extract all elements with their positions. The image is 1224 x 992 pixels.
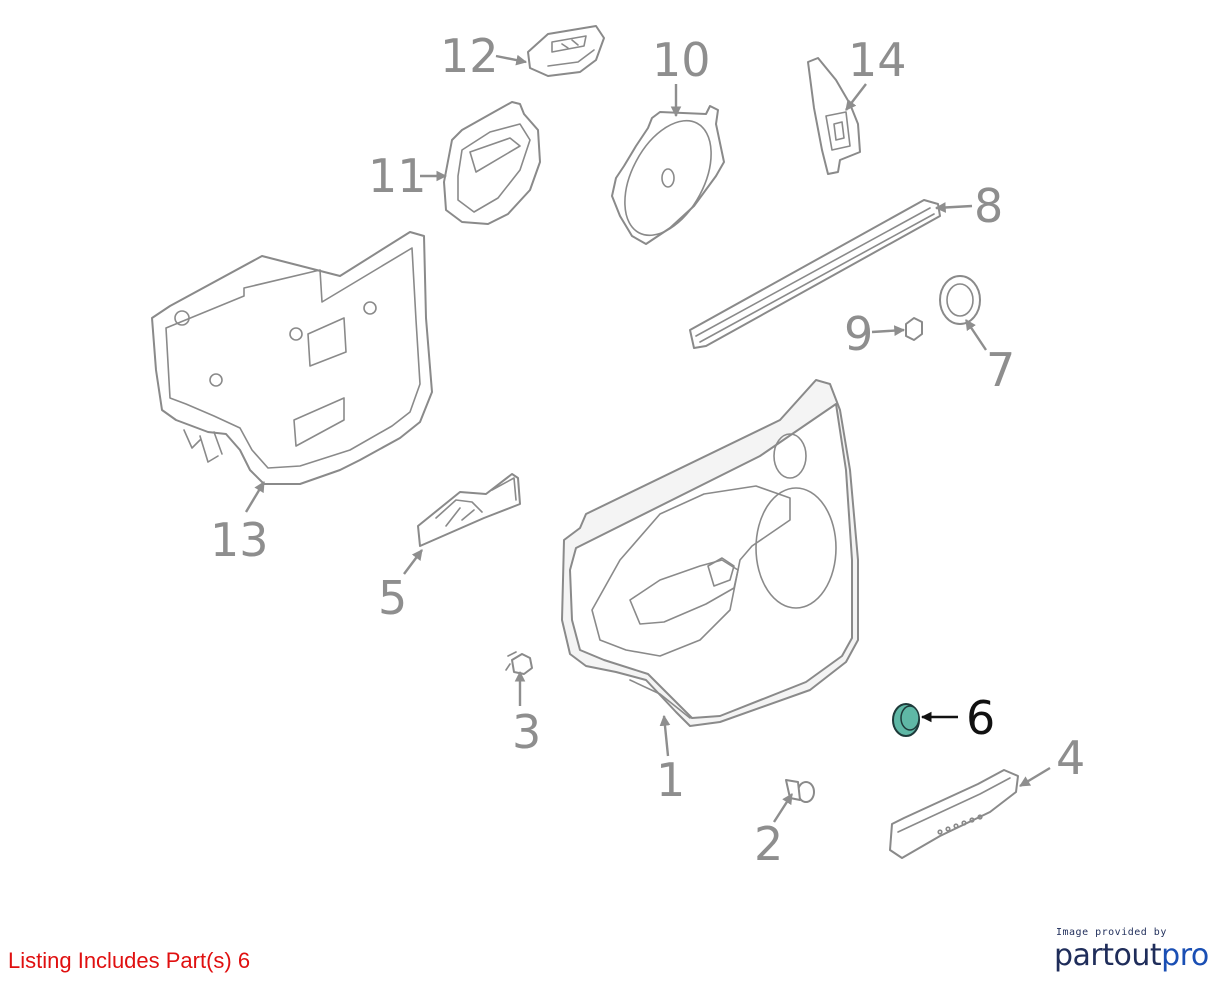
leader-14 xyxy=(845,83,867,111)
part-1-door-trim-panel xyxy=(561,379,859,727)
part-10-speaker xyxy=(611,105,725,245)
leader-5 xyxy=(403,549,423,575)
callout-5: 5 xyxy=(378,571,407,625)
part-9-nut xyxy=(905,317,923,341)
callout-10: 10 xyxy=(652,33,711,87)
leader-13 xyxy=(244,481,266,513)
brand-name-part-a: partout xyxy=(1054,938,1162,973)
part-12-switch-bezel xyxy=(527,25,605,77)
part-7-grommet xyxy=(939,275,981,325)
callout-9: 9 xyxy=(844,307,873,361)
callout-13: 13 xyxy=(210,513,269,567)
callout-4: 4 xyxy=(1056,731,1085,785)
leader-2 xyxy=(772,793,794,823)
part-5-bracket xyxy=(417,473,521,547)
callout-3: 3 xyxy=(512,705,541,759)
part-14-trim-piece xyxy=(807,57,861,175)
callout-14: 14 xyxy=(848,33,907,87)
leader-lines xyxy=(244,54,1051,823)
callout-6: 6 xyxy=(966,691,995,745)
listing-note: Listing Includes Part(s) 6 xyxy=(8,948,251,973)
leader-1 xyxy=(659,714,671,757)
part-8-window-seal xyxy=(689,199,941,349)
callout-1: 1 xyxy=(656,753,685,807)
part-11-handle-bezel xyxy=(443,101,541,225)
callout-11: 11 xyxy=(368,149,427,203)
brand-block: Image provided by partoutpro xyxy=(1054,927,1209,974)
callout-2: 2 xyxy=(754,817,783,871)
callout-labels: 12 10 14 11 8 9 7 13 5 3 1 2 4 6 xyxy=(210,29,1085,871)
part-3-clip xyxy=(505,651,533,675)
part-13-inner-panel xyxy=(151,231,433,485)
part-6-cap-highlighted xyxy=(892,703,920,737)
brand-caption: Image provided by xyxy=(1056,927,1167,938)
leader-12 xyxy=(495,54,528,66)
leader-8 xyxy=(934,202,973,213)
leader-4 xyxy=(1019,766,1051,788)
callout-7: 7 xyxy=(986,343,1015,397)
leader-9 xyxy=(871,325,906,336)
callout-8: 8 xyxy=(974,179,1003,233)
callout-12: 12 xyxy=(440,29,499,83)
partoutpro-logo: partoutpro xyxy=(1054,938,1209,974)
leader-7 xyxy=(965,319,987,351)
part-4-armrest-pad xyxy=(889,769,1019,859)
brand-name-part-b: pro xyxy=(1161,938,1209,973)
